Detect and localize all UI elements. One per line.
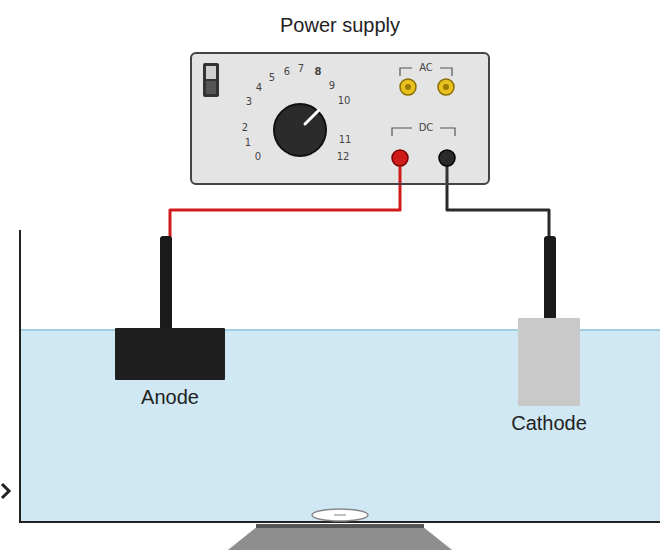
tank-marker	[2, 484, 9, 498]
dc-positive-terminal	[392, 150, 408, 166]
dc-negative-terminal	[439, 150, 455, 166]
dial-number: 10	[338, 96, 351, 106]
voltage-dial	[274, 104, 326, 156]
terminal-label: AC	[419, 63, 433, 73]
device-title: Power supply	[280, 14, 400, 37]
power-supply-box: Power supply	[190, 52, 490, 185]
stir-bar-mark	[334, 514, 346, 516]
ac-terminal	[400, 79, 416, 95]
anode-electrode: Anode	[115, 328, 225, 380]
dial-number: 8	[315, 67, 322, 77]
ac-terminal	[438, 79, 454, 95]
dial-number: 1	[245, 138, 251, 148]
electrode-label: Cathode	[511, 412, 587, 435]
terminal-label: DC	[419, 123, 434, 133]
switch-rocker	[206, 81, 216, 94]
dial-number: 12	[337, 152, 350, 162]
ac-bracket	[400, 68, 452, 76]
terminal-hole	[405, 84, 411, 90]
tank-wall	[20, 230, 660, 522]
switch-rocker	[206, 66, 216, 79]
power-switch	[203, 63, 219, 97]
dial-number: 7	[298, 64, 304, 74]
dial-number: 11	[339, 135, 352, 145]
anode-rod	[160, 236, 172, 330]
electrode-label: Anode	[141, 386, 199, 409]
cathode-rod	[544, 236, 556, 320]
dial-pointer	[305, 110, 319, 124]
cathode-electrode: Cathode	[518, 318, 580, 406]
negative-wire	[447, 185, 549, 318]
stirrer-top	[256, 524, 424, 528]
dial-number: 9	[329, 81, 335, 91]
dial-number: 0	[255, 152, 261, 162]
dial-number: 3	[246, 97, 252, 107]
dc-bracket	[392, 128, 455, 136]
positive-wire	[170, 185, 400, 328]
dial-number: 6	[284, 67, 290, 77]
dial-number: 2	[242, 123, 248, 133]
terminal-hole	[443, 84, 449, 90]
dial-number: 5	[269, 73, 275, 83]
power-supply-face	[190, 52, 490, 185]
stir-bar	[312, 509, 368, 521]
dial-number: 4	[256, 83, 262, 93]
stirrer-plate	[228, 526, 452, 550]
